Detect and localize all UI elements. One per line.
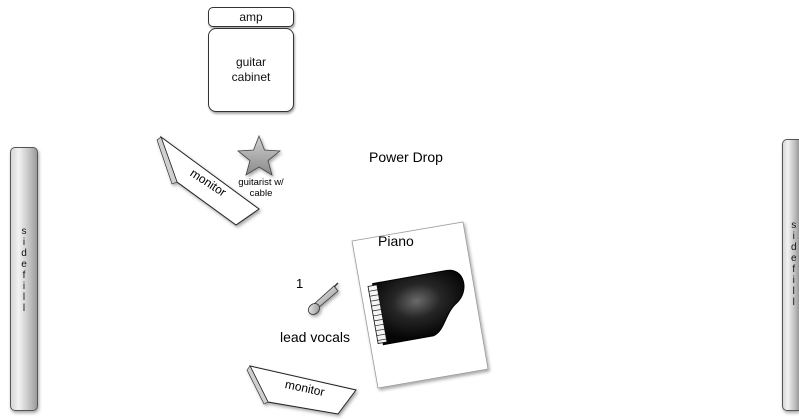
cabinet-label-line1: guitar [235,55,267,69]
sidefill-right: s i d e f i l l [782,139,799,411]
power-drop-label: Power Drop [369,149,443,165]
monitor-bottom [246,365,357,415]
amp-label: amp [239,10,263,24]
piano-label: Piano [378,233,414,249]
guitarist-label-line2: cable [250,188,273,199]
guitarist-label-line1: guitarist w/ [238,177,284,188]
mic-number-label: 1 [296,276,303,291]
star-icon [236,134,282,176]
guitar-cabinet-box: guitar cabinet [208,28,294,112]
amp-box: amp [208,7,294,27]
sidefill-right-label: s i d e f i l l [791,220,797,308]
grand-piano-icon [367,270,465,346]
sidefill-left: s i d e f i l l [10,147,38,411]
microphone-icon [308,282,339,315]
sidefill-left-label: s i d e f i l l [21,226,27,314]
monitor-top [156,135,260,226]
cabinet-label-line2: cabinet [231,70,271,84]
lead-vocals-label: lead vocals [280,329,350,345]
